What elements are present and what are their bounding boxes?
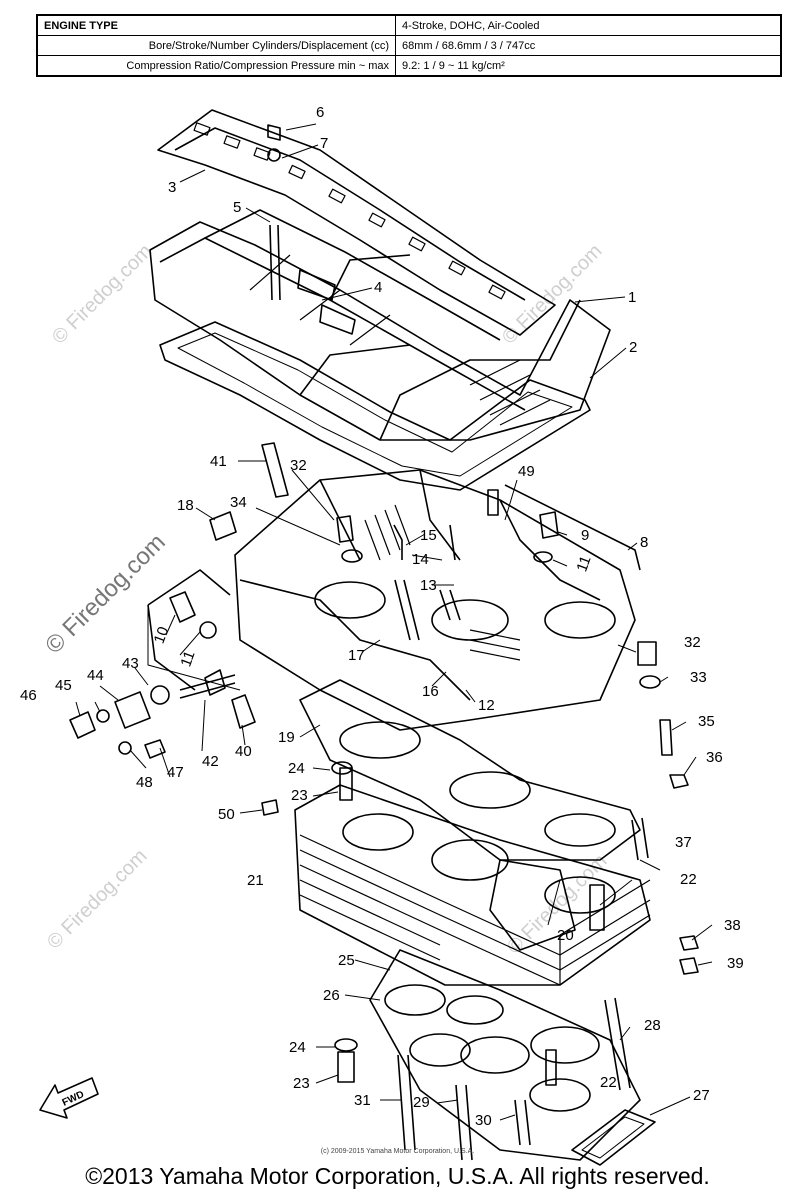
callout-label: 49 bbox=[518, 463, 535, 480]
spec-row: Compression Ratio/Compression Pressure m… bbox=[36, 55, 782, 77]
callout-label: 43 bbox=[122, 655, 139, 672]
callout-label: 32 bbox=[290, 457, 307, 474]
callout-label: 26 bbox=[323, 987, 340, 1004]
callout-label: 22 bbox=[600, 1074, 617, 1091]
callout-label: 11 bbox=[177, 649, 198, 669]
cover-gasket bbox=[159, 321, 591, 491]
callout-label: 15 bbox=[420, 527, 437, 544]
callout-label: 13 bbox=[420, 577, 437, 594]
callout-label: 44 bbox=[87, 667, 104, 684]
callout-label: 12 bbox=[478, 697, 495, 714]
callout-label: 2 bbox=[629, 339, 637, 356]
callout-label: 30 bbox=[475, 1112, 492, 1129]
callout-label: 21 bbox=[247, 872, 264, 889]
right-fittings bbox=[533, 511, 699, 975]
callout-label: 18 bbox=[177, 497, 194, 514]
callout-label: 10 bbox=[151, 624, 173, 645]
callout-label: 28 bbox=[644, 1017, 661, 1034]
spec-value: 4-Stroke, DOHC, Air-Cooled bbox=[395, 14, 782, 36]
callout-label: 46 bbox=[20, 687, 37, 704]
spec-row: Bore/Stroke/Number Cylinders/Displacemen… bbox=[36, 35, 782, 56]
cylinder-head bbox=[147, 469, 641, 731]
callout-label: 11 bbox=[573, 554, 594, 574]
fwd-arrow-icon bbox=[39, 1077, 99, 1119]
callout-label: 6 bbox=[316, 104, 324, 121]
cover-plate bbox=[157, 109, 556, 336]
callout-label: 35 bbox=[698, 713, 715, 730]
watermark-text: © Firedog.com bbox=[43, 845, 152, 954]
callout-label: 25 bbox=[338, 952, 355, 969]
callout-label: 22 bbox=[680, 871, 697, 888]
callout-label: 29 bbox=[413, 1094, 430, 1111]
small-gasket bbox=[571, 1109, 656, 1166]
head-gasket bbox=[299, 679, 641, 861]
leader-lines bbox=[75, 123, 713, 1121]
callout-label: 47 bbox=[167, 764, 184, 781]
valve-parts bbox=[209, 442, 605, 1086]
callout-label: 7 bbox=[320, 135, 328, 152]
callout-label: 48 bbox=[136, 774, 153, 791]
spec-value: 9.2: 1 / 9 ~ 11 kg/cm² bbox=[395, 55, 782, 77]
callout-label: 33 bbox=[690, 669, 707, 686]
callout-label: 23 bbox=[293, 1075, 310, 1092]
callout-label: 1 bbox=[628, 289, 636, 306]
callout-label: 39 bbox=[727, 955, 744, 972]
stud-bolts bbox=[397, 817, 649, 1161]
callout-label: 36 bbox=[706, 749, 723, 766]
callout-label: 16 bbox=[422, 683, 439, 700]
watermark-text: © Firedog.com bbox=[48, 240, 157, 349]
callout-label: 40 bbox=[235, 743, 252, 760]
callout-label: 42 bbox=[202, 753, 219, 770]
callout-label: 38 bbox=[724, 917, 741, 934]
callout-label: 19 bbox=[278, 729, 295, 746]
callout-labels: 1 2 3 4 5 6 7 8 9 10 11 11 12 13 14 15 1… bbox=[20, 104, 744, 1129]
callout-label: 45 bbox=[55, 677, 72, 694]
callout-label: 3 bbox=[168, 179, 176, 196]
callout-label: 9 bbox=[581, 527, 589, 544]
o-ring bbox=[489, 859, 576, 951]
callout-label: 17 bbox=[348, 647, 365, 664]
callout-label: 34 bbox=[230, 494, 247, 511]
cylinder-block bbox=[294, 784, 651, 986]
engine-spec-table: ENGINE TYPE 4-Stroke, DOHC, Air-Cooled B… bbox=[36, 14, 782, 77]
head-cover bbox=[149, 209, 611, 441]
callout-label: 31 bbox=[354, 1092, 371, 1109]
copyright-footer: ©2013 Yamaha Motor Corporation, U.S.A. A… bbox=[85, 1163, 710, 1189]
callout-label: 41 bbox=[210, 453, 227, 470]
callout-label: 32 bbox=[684, 634, 701, 651]
side-fittings bbox=[69, 591, 256, 759]
callout-label: 4 bbox=[374, 279, 382, 296]
spec-value: 68mm / 68.6mm / 3 / 747cc bbox=[395, 35, 782, 56]
callout-label: 20 bbox=[557, 927, 574, 944]
watermark-layer: © Firedog.com © Firedog.com © Firedog.co… bbox=[43, 240, 612, 959]
callout-label: 27 bbox=[693, 1087, 710, 1104]
spec-label: Compression Ratio/Compression Pressure m… bbox=[36, 55, 396, 77]
callout-label: 5 bbox=[233, 199, 241, 216]
callout-label: 24 bbox=[288, 760, 305, 777]
base-gasket bbox=[369, 949, 641, 1161]
small-credit-text: (c) 2009-2015 Yamaha Motor Corporation, … bbox=[320, 1148, 475, 1155]
callout-label: 24 bbox=[289, 1039, 306, 1056]
callout-label: 14 bbox=[412, 551, 429, 568]
callout-label: 8 bbox=[640, 534, 648, 551]
callout-label: 50 bbox=[218, 806, 235, 823]
callout-label: 23 bbox=[291, 787, 308, 804]
callout-label: 37 bbox=[675, 834, 692, 851]
cam-cap-bolts bbox=[267, 124, 356, 335]
